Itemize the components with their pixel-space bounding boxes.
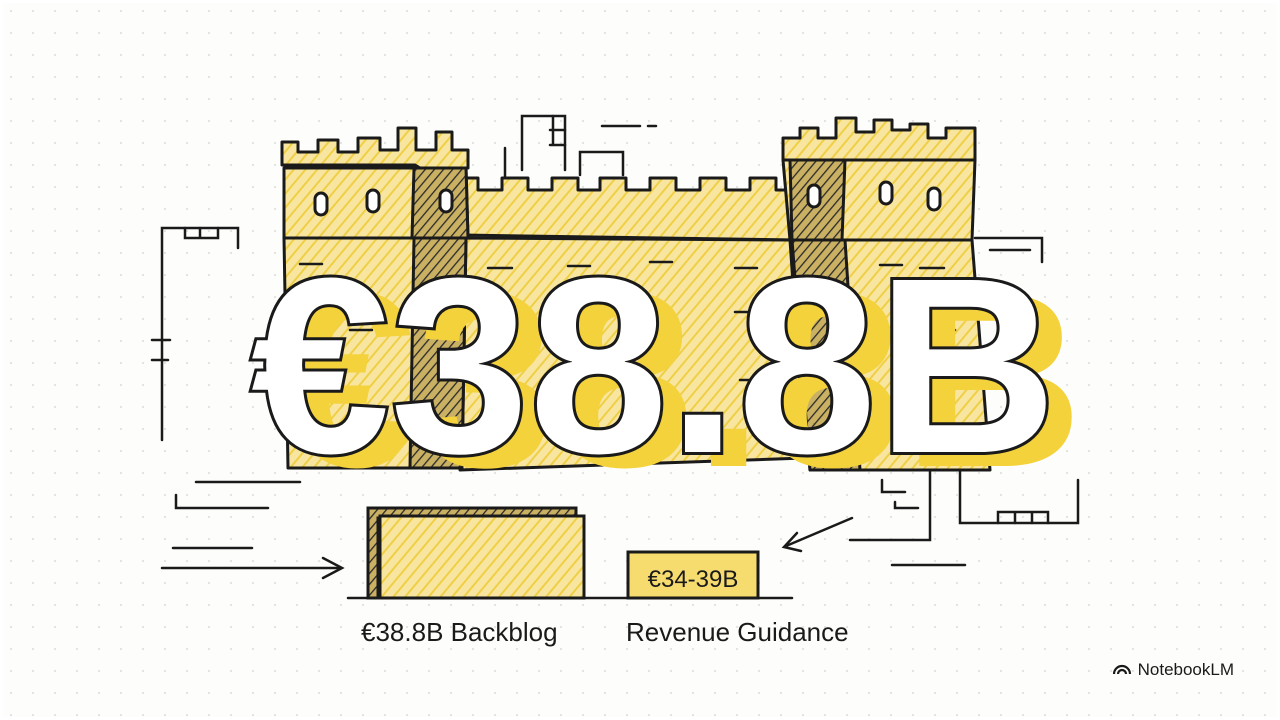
- headline: €38.8B: [251, 226, 1057, 505]
- headline-shadow: €38.8B: [277, 240, 1083, 519]
- notebooklm-logo-icon: [1112, 660, 1132, 680]
- castle-illustration: [280, 116, 992, 472]
- brick-marks: [298, 260, 957, 412]
- backlog-box: [366, 506, 586, 600]
- backlog-caption: €38.8B Backblog: [361, 617, 558, 647]
- tower-windows: [313, 180, 942, 217]
- guidance-box: [626, 550, 760, 600]
- brand-name: NotebookLM: [1137, 660, 1234, 679]
- brand: NotebookLM: [1112, 660, 1234, 680]
- guidance-caption: Revenue Guidance: [626, 617, 849, 647]
- guidance-box-label: €34-39B: [648, 566, 739, 593]
